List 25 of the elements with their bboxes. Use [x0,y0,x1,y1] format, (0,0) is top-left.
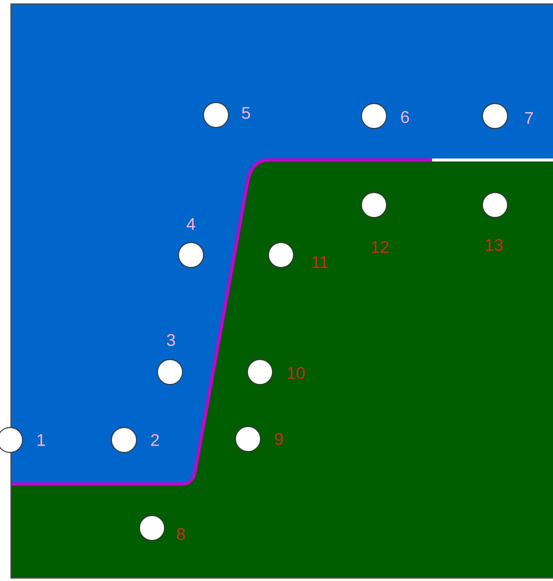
point-number: 5 [242,107,250,119]
point-number: 8 [177,528,185,540]
point-circle [247,359,273,385]
point-number: 2 [151,434,159,446]
point-circle [268,242,294,268]
point-circle [111,427,137,453]
point-number: 13 [486,239,503,251]
point-circle [157,359,183,385]
point-number: 4 [186,218,196,230]
point-circle [361,192,387,218]
point-circle [482,103,508,129]
point-number: 10 [288,367,305,379]
point-number: 12 [372,241,389,253]
point-number: 3 [166,334,175,346]
point-circle [361,103,387,129]
point-number: 6 [401,111,409,123]
point-circle [482,192,508,218]
point-number: 11 [312,256,328,268]
point-circle [178,242,204,268]
point-number: 1 [38,434,45,446]
point-circle [203,102,229,128]
point-number: 9 [275,433,283,445]
point-circle [139,515,165,541]
point-number: 7 [525,112,533,124]
point-circle [235,426,261,452]
